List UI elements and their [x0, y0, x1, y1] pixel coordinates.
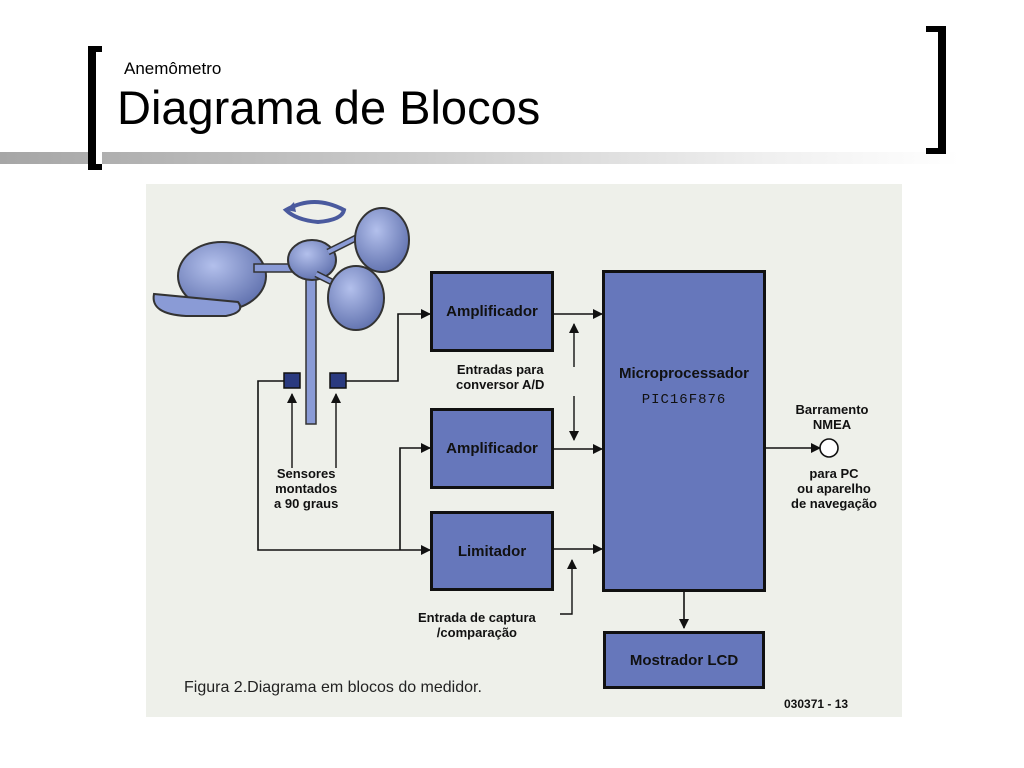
nmea-connector-icon [819, 438, 839, 458]
limiter-block: Limitador [430, 511, 554, 591]
figure-caption: Figura 2.Diagrama em blocos do medidor. [184, 679, 482, 696]
sensors-label-line-2: montados [275, 481, 338, 496]
bus-label-line-2: NMEA [812, 417, 852, 432]
pc-label-line-1: para PC [809, 466, 859, 481]
nmea-bus-label: Barramento NMEA [784, 402, 880, 432]
diagram-connections [152, 200, 839, 629]
adc-inputs-label: Entradas para conversor A/D [456, 362, 544, 392]
pc-label-line-3: de navegação [791, 496, 877, 511]
amplifier-block-2: Amplificador [430, 408, 554, 489]
sensors-label-line-3: a 90 graus [274, 496, 339, 511]
block-diagram-figure: Amplificador Amplificador Limitador Micr… [146, 184, 902, 717]
amplifier-block-1: Amplificador [430, 271, 554, 352]
pc-destination-label: para PC ou aparelho de navegação [786, 466, 882, 511]
right-bracket-decoration [926, 26, 946, 154]
left-bracket-decoration [88, 46, 102, 170]
capture-label-line-1: Entrada de captura [418, 610, 536, 625]
sensors-label-line-1: Sensores [276, 466, 336, 481]
capture-input-label: Entrada de captura /comparação [418, 610, 536, 640]
title-bar [0, 152, 960, 164]
lcd-display-block: Mostrador LCD [603, 631, 765, 689]
slide-subtitle: Anemômetro [124, 59, 222, 78]
capture-label-line-2: /comparação [436, 625, 517, 640]
microprocessor-block: Microprocessador PIC16F876 [602, 270, 766, 592]
adc-label-line-1: Entradas para [456, 362, 544, 377]
bus-label-line-1: Barramento [795, 402, 869, 417]
sensors-label: Sensores montados a 90 graus [274, 466, 338, 511]
chip-model-label: PIC16F876 [641, 392, 727, 408]
anemometer-illustration [152, 200, 410, 425]
pc-label-line-2: ou aparelho [797, 481, 871, 496]
adc-label-line-2: conversor A/D [456, 377, 545, 392]
figure-code: 030371 - 13 [784, 697, 849, 711]
microprocessor-label: Microprocessador [618, 365, 750, 382]
slide-title: Diagrama de Blocos [117, 81, 541, 134]
